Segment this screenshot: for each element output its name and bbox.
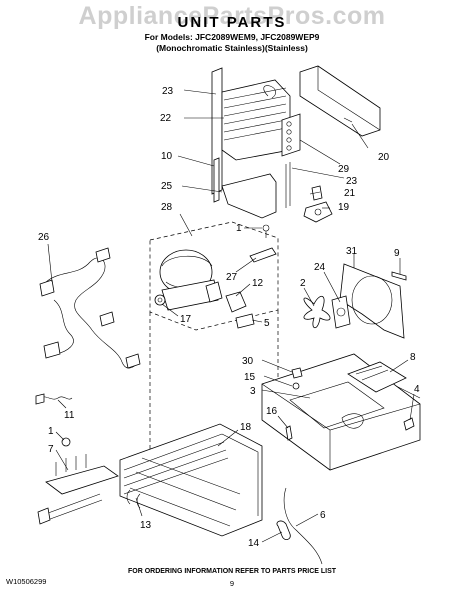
callout-22: 22 [160, 113, 172, 124]
fan-assembly [303, 263, 407, 339]
models-line: For Models: JFC2089WEM9, JFC2089WEP9 [144, 32, 320, 42]
callout-18: 18 [240, 422, 252, 433]
callout-3: 3 [250, 386, 256, 397]
callout-10: 10 [161, 151, 173, 162]
callout-11: 11 [64, 410, 75, 421]
coil-assembly [119, 423, 263, 537]
callout-4: 4 [414, 384, 420, 395]
callout-28: 28 [161, 202, 173, 213]
condenser-assembly [211, 67, 301, 219]
callout-23-right: 23 [346, 176, 358, 187]
callout-29: 29 [338, 164, 350, 175]
callout-6: 6 [320, 510, 326, 521]
callout-9: 9 [394, 248, 400, 259]
callout-27: 27 [226, 272, 238, 283]
callout-13: 13 [140, 520, 152, 531]
callout-7: 7 [48, 444, 54, 455]
callout-20: 20 [378, 152, 390, 163]
page-title: UNIT PARTS [177, 14, 287, 31]
wire-harness [39, 247, 141, 369]
callout-15: 15 [244, 372, 256, 383]
callout-30: 30 [242, 356, 254, 367]
page-number: 9 [229, 579, 235, 588]
tube-assembly [276, 487, 323, 565]
leader-lines [47, 89, 415, 543]
callout-1-bottom: 1 [48, 426, 54, 437]
callout-24: 24 [314, 262, 326, 273]
bracket-and-screw [303, 185, 333, 223]
callout-21: 21 [344, 188, 356, 199]
callout-17: 17 [180, 314, 192, 325]
compressor-group [149, 221, 279, 478]
condenser-shroud [299, 65, 381, 137]
callout-26: 26 [38, 232, 50, 243]
base-pan [261, 353, 421, 471]
callout-25: 25 [161, 181, 173, 192]
callout-labels: 23 22 10 25 28 20 29 23 21 19 1 26 27 12… [38, 86, 420, 549]
callout-5: 5 [264, 318, 270, 329]
ordering-note: FOR ORDERING INFORMATION REFER TO PARTS … [127, 568, 337, 575]
finish-line: (Monochromatic Stainless)(Stainless) [156, 43, 308, 53]
watermark: AppliancePartsPros.com [78, 2, 386, 30]
callout-23-top: 23 [162, 86, 174, 97]
callout-19: 19 [338, 202, 350, 213]
callout-31: 31 [346, 246, 358, 257]
callout-2: 2 [300, 278, 306, 289]
callout-16: 16 [266, 406, 278, 417]
callout-8: 8 [410, 352, 416, 363]
callout-14: 14 [248, 538, 260, 549]
document-number: W10506299 [6, 577, 47, 586]
callout-1-top: 1 [236, 223, 242, 234]
small-parts-left [35, 393, 119, 525]
callout-12: 12 [252, 278, 264, 289]
